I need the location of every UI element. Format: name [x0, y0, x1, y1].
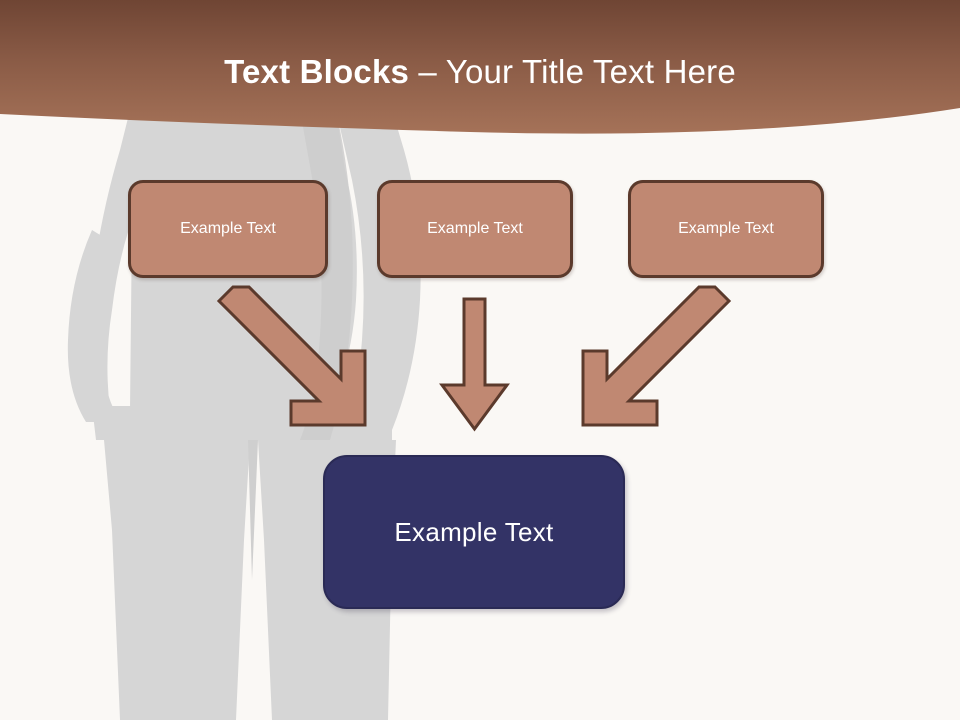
result-block[interactable]: Example Text: [323, 455, 625, 609]
page-title-separator: –: [409, 53, 446, 90]
arrow-down-icon: [439, 297, 510, 432]
arrow-down-right-icon: [216, 285, 367, 427]
result-block-label: Example Text: [394, 517, 554, 547]
text-block-1-label: Example Text: [180, 220, 276, 237]
text-block-3[interactable]: Example Text: [628, 180, 824, 278]
text-block-2-label: Example Text: [427, 220, 523, 237]
page-title-rest: Your Title Text Here: [445, 53, 736, 90]
page-title-bold: Text Blocks: [224, 53, 410, 90]
arrow-down-left-icon: [581, 285, 732, 427]
text-block-2[interactable]: Example Text: [377, 180, 573, 278]
text-block-3-label: Example Text: [678, 220, 774, 237]
text-block-1[interactable]: Example Text: [128, 180, 328, 278]
page-title: Text Blocks – Your Title Text Here: [0, 52, 960, 92]
